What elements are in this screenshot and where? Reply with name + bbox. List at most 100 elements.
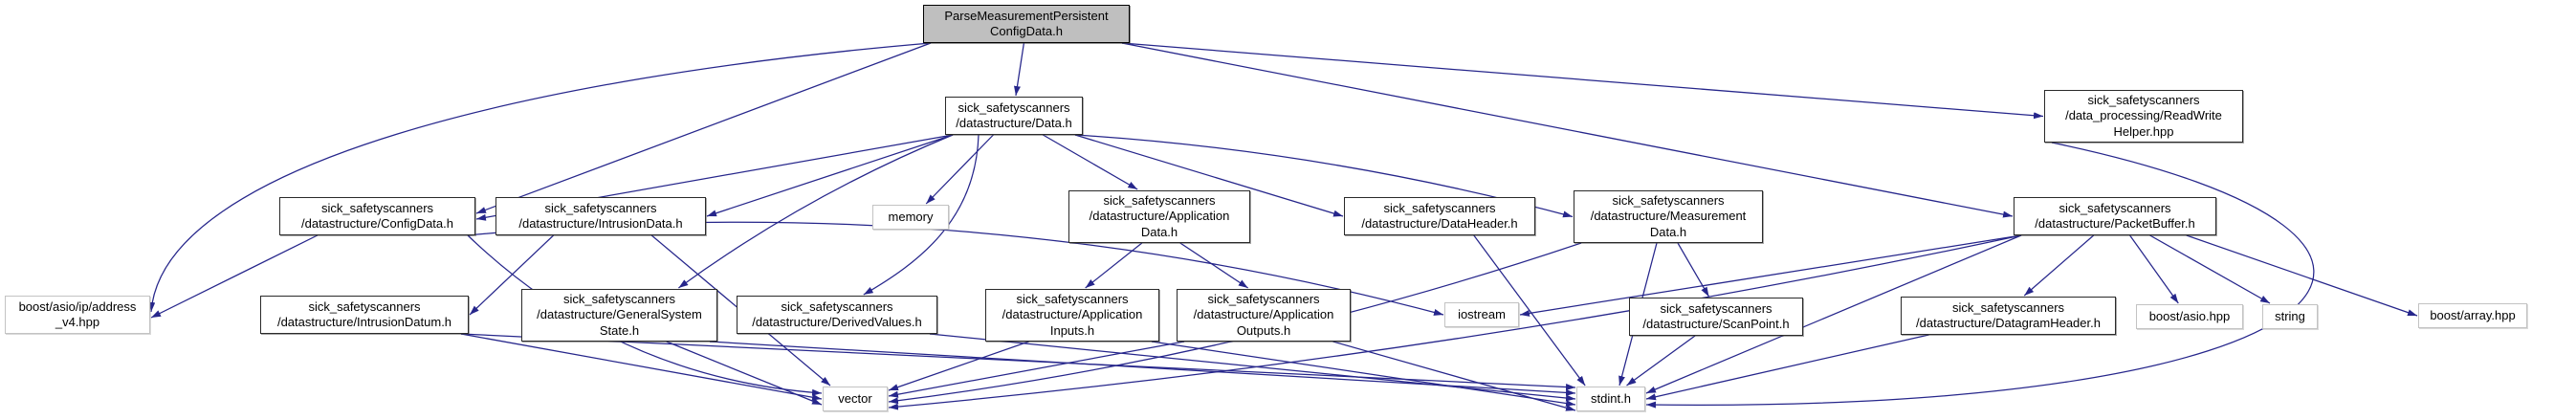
node-label-line: /datastructure/ConfigData.h (301, 216, 453, 231)
node-label-line: /datastructure/PacketBuffer.h (2035, 216, 2195, 231)
include-edge-data-to-derivedvalues (863, 134, 980, 296)
graph-node-configdata[interactable]: sick_safetyscanners/datastructure/Config… (279, 197, 475, 235)
node-label-line: ConfigData.h (990, 24, 1063, 38)
include-edge-appdata-to-appoutputs (1179, 242, 1248, 289)
include-edge-data-to-intrusiondata (706, 134, 954, 217)
node-label-line: sick_safetyscanners (1016, 291, 1129, 306)
graph-node-boostarray: boost/array.hpp (2418, 303, 2527, 328)
graph-node-boostasio: boost/asio.hpp (2136, 304, 2243, 329)
graph-node-addressv4: boost/asio/ip/address_v4.hpp (5, 296, 150, 334)
node-label-line: Data.h (1649, 224, 1687, 239)
node-label-line: /datastructure/DatagramHeader.h (1916, 316, 2101, 330)
include-edge-packetbuffer-to-boostarray (2186, 234, 2418, 317)
graph-node-data[interactable]: sick_safetyscanners/datastructure/Data.h (945, 97, 1083, 135)
include-edge-measurementdata-to-scanpoint (1677, 242, 1710, 298)
node-label-line: sick_safetyscanners (1383, 200, 1496, 215)
node-label-line: boost/array.hpp (2430, 307, 2516, 322)
graph-node-iostream: iostream (1444, 302, 1519, 327)
include-edge-appoutputs-to-stdint (1332, 341, 1576, 411)
node-label-line: /datastructure/IntrusionDatum.h (276, 315, 452, 329)
node-label-line: Helper.hpp (2113, 123, 2174, 139)
include-edge-data-to-memory (925, 134, 994, 205)
include-edge-packetbuffer-to-iostream (1519, 234, 2022, 317)
node-label-line: memory (888, 209, 934, 224)
node-label-line: sick_safetyscanners (562, 291, 676, 306)
node-label-line: /datastructure/DataHeader.h (1361, 216, 1518, 231)
graph-node-appdata[interactable]: sick_safetyscanners/datastructure/Applic… (1068, 190, 1250, 243)
node-label-line: vector (838, 390, 872, 406)
graph-node-derivedvalues[interactable]: sick_safetyscanners/datastructure/Derive… (737, 296, 937, 334)
graph-node-stdint: stdint.h (1576, 387, 1645, 411)
include-edge-scanpoint-to-stdint (1626, 335, 1696, 387)
node-label-line: /datastructure/ScanPoint.h (1642, 317, 1790, 331)
node-label-line: /datastructure/GeneralSystem (537, 307, 702, 322)
node-label-line: sick_safetyscanners (544, 200, 657, 215)
node-label-line: ParseMeasurementPersistent (944, 8, 1109, 23)
include-edge-focus-to-addressv4 (148, 42, 932, 313)
graph-node-scanpoint[interactable]: sick_safetyscanners/datastructure/ScanPo… (1629, 298, 1803, 336)
include-edge-packetbuffer-to-stdint (1645, 234, 2022, 394)
include-edge-packetbuffer-to-vector (888, 234, 2022, 410)
graph-node-intrusiondata[interactable]: sick_safetyscanners/datastructure/Intrus… (495, 197, 706, 235)
include-edge-focus-to-readwrite (1121, 42, 2044, 120)
graph-node-vector: vector (823, 387, 888, 411)
node-label-line: stdint.h (1591, 390, 1631, 406)
include-edge-data-to-dataheader (1074, 134, 1344, 217)
include-edge-focus-to-configdata (475, 42, 932, 214)
include-edge-data-to-generalsystemstate (678, 134, 954, 289)
graph-node-measurementdata[interactable]: sick_safetyscanners/datastructure/Measur… (1574, 190, 1763, 243)
include-edge-intrusiondatum-to-stdint (460, 333, 1576, 391)
graph-node-generalsystemstate[interactable]: sick_safetyscanners/datastructure/Genera… (521, 289, 717, 342)
include-edge-packetbuffer-to-boostasio (2129, 234, 2179, 304)
node-label-line: _v4.hpp (55, 315, 100, 329)
node-label-line: /datastructure/Application (1089, 209, 1230, 224)
node-label-line: sick_safetyscanners (781, 298, 893, 314)
include-edge-packetbuffer-to-string (2149, 234, 2271, 304)
node-label-line: /datastructure/Measurement (1590, 209, 1747, 224)
include-edge-readwrite-to-stdint (1645, 142, 2315, 409)
graph-node-intrusiondatum[interactable]: sick_safetyscanners/datastructure/Intrus… (260, 296, 469, 334)
node-label-line: sick_safetyscanners (320, 200, 434, 215)
include-edge-focus-to-packetbuffer (1121, 42, 2014, 218)
node-label-line: sick_safetyscanners (1660, 300, 1772, 316)
node-label-line: sick_safetyscanners (1103, 192, 1216, 208)
node-label-line: State.h (599, 322, 640, 338)
node-label-line: Data.h (1140, 224, 1178, 239)
node-label-line: sick_safetyscanners (1951, 299, 2065, 315)
node-label-line: sick_safetyscanners (958, 99, 1070, 115)
node-label-line: Inputs.h (1049, 322, 1095, 338)
graph-node-datagramheader[interactable]: sick_safetyscanners/datastructure/Datagr… (1901, 297, 2116, 335)
node-label-line: Outputs.h (1236, 322, 1291, 338)
include-edge-appinputs-to-vector (888, 341, 1029, 391)
graph-node-appoutputs[interactable]: sick_safetyscanners/datastructure/Applic… (1177, 289, 1351, 342)
include-edge-configdata-to-vector (467, 234, 823, 396)
node-label-line: sick_safetyscanners (2087, 92, 2200, 107)
node-label-line: /datastructure/DerivedValues.h (752, 315, 922, 329)
include-edge-intrusiondata-to-intrusiondatum (469, 234, 555, 316)
include-edge-datagramheader-to-stdint (1645, 334, 1929, 401)
node-label-line: sick_safetyscanners (1207, 291, 1320, 306)
node-label-line: /datastructure/Application (1002, 307, 1143, 322)
graph-node-readwrite[interactable]: sick_safetyscanners/data_processing/Read… (2044, 90, 2243, 143)
include-edge-appoutputs-to-vector (888, 341, 1185, 398)
include-edge-focus-to-data (1014, 42, 1025, 97)
node-label-line: /datastructure/Application (1193, 307, 1334, 322)
include-edge-packetbuffer-to-datagramheader (2023, 234, 2095, 297)
node-label-line: /datastructure/Data.h (956, 116, 1072, 130)
graph-node-packetbuffer[interactable]: sick_safetyscanners/datastructure/Packet… (2014, 197, 2216, 235)
node-label-line: sick_safetyscanners (2059, 200, 2171, 215)
include-edge-data-to-appdata (1043, 134, 1138, 190)
graph-node-appinputs[interactable]: sick_safetyscanners/datastructure/Applic… (985, 289, 1159, 342)
include-edge-generalsystemstate-to-vector (666, 341, 823, 406)
node-label-line: boost/asio/ip/address (18, 298, 137, 314)
include-edge-configdata-to-addressv4 (150, 234, 319, 319)
include-edge-appdata-to-appinputs (1085, 242, 1143, 289)
node-label-line: /datastructure/IntrusionData.h (518, 216, 683, 231)
graph-node-dataheader[interactable]: sick_safetyscanners/datastructure/DataHe… (1344, 197, 1535, 235)
node-label-line: iostream (1458, 306, 1506, 321)
node-label-line: /data_processing/ReadWrite (2065, 108, 2222, 123)
include-edge-appinputs-to-stdint (1151, 341, 1576, 407)
node-label-line: sick_safetyscanners (1612, 192, 1725, 208)
